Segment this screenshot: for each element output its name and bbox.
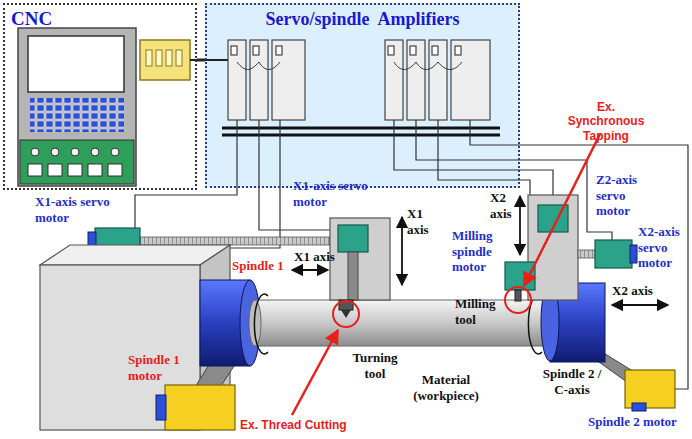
amplifier-units: [410, 46, 416, 55]
amplifier-units: [429, 40, 447, 120]
motor-label: Milling spindle motor: [452, 228, 504, 275]
cnc-controller: [108, 164, 122, 176]
spindle-2-motor: [625, 370, 675, 408]
x1-column: [330, 218, 390, 300]
motor-wires: [394, 120, 553, 205]
box-heading: CNC: [11, 8, 52, 30]
z2-column: [505, 195, 578, 301]
cnc-controller: [18, 28, 136, 186]
spindle-label: Spindle 2 / C-axis: [540, 366, 604, 397]
amplifier-units: [388, 46, 394, 55]
cnc-control-unit: [140, 40, 190, 80]
amplifier-units: [253, 46, 259, 55]
x2-servo-motor: [630, 245, 637, 263]
cnc-controller: [71, 148, 79, 156]
spindle-1-chuck: [240, 280, 260, 366]
cnc-controller: [91, 148, 99, 156]
x1-column: [338, 225, 368, 252]
axis-arrows: [519, 196, 521, 255]
box-heading: Servo/spindle Amplifiers: [265, 9, 459, 30]
amplifier-units: [432, 46, 438, 55]
cnc-controller: [111, 148, 119, 156]
cnc-controller: [88, 164, 102, 176]
callout-marks: [292, 330, 338, 415]
axis-arrows: [401, 217, 403, 285]
cnc-control-unit: [146, 50, 152, 66]
axis-label: X2 axis: [612, 283, 672, 299]
spindle-2-motor: [632, 403, 646, 411]
spindle-1-housing: [40, 245, 230, 265]
cnc-controller: [30, 98, 124, 132]
motor-wires: [259, 120, 338, 230]
x2-servo-motor: [595, 240, 637, 268]
axis-arrows: [612, 304, 668, 306]
amplifier-units: [407, 40, 425, 120]
motor-label: Z2-axis servo motor: [596, 172, 646, 219]
motor-label: X1-axis servo motor: [293, 178, 385, 209]
amplifier-units: [272, 40, 305, 120]
motor-label: Spindle 2 motor: [588, 414, 688, 430]
cnc-controller: [28, 164, 42, 176]
callout-marks: [524, 134, 600, 286]
spindle-1-motor: [156, 395, 166, 420]
amplifier-units: [455, 46, 461, 55]
bus-bar: [222, 134, 500, 137]
amplifier-units: [228, 40, 490, 120]
z2-column: [505, 262, 535, 290]
cnc-controller: [31, 148, 39, 156]
cnc-controller: [28, 36, 124, 92]
spindle-label: Spindle 1: [232, 258, 302, 274]
amplifier-units: [276, 46, 282, 55]
material-label: Material (workpiece): [400, 372, 492, 403]
cnc-controller: [68, 164, 82, 176]
callout-marks: [505, 287, 531, 313]
cnc-controller: [20, 140, 134, 184]
x2-ball-screw: [578, 250, 595, 258]
amplifier-units: [250, 40, 268, 120]
spindle-2-motor: [625, 370, 675, 411]
workpiece: [255, 300, 545, 346]
axis-arrows: [292, 269, 328, 271]
amplifier-box: Servo/spindle Amplifiers: [205, 3, 520, 188]
amplifier-daisy-chain: [237, 62, 462, 70]
x2-servo-motor: [595, 240, 632, 268]
tool-label: Turning tool: [352, 350, 398, 381]
cable-connector: [197, 59, 205, 62]
axis-label: X1 axis: [294, 249, 354, 265]
spindle-1-chuck: [200, 280, 260, 366]
workpiece: [249, 300, 545, 346]
motor-label: X2-axis servo motor: [638, 224, 686, 271]
bus-bar: [222, 127, 500, 130]
cnc-controller: [51, 148, 59, 156]
cnc-control-unit: [176, 50, 182, 66]
amplifier-units: [385, 40, 403, 120]
motor-wires: [470, 120, 688, 389]
axis-label: X2 axis: [490, 190, 518, 221]
motor-label: X1-axis servo motor: [35, 194, 127, 225]
axis-label: X1 axis: [407, 206, 437, 237]
cnc-box: CNC: [3, 3, 197, 190]
x1-ball-screw: [140, 237, 330, 245]
cnc-control-unit: [156, 50, 162, 66]
x1-column: [341, 310, 351, 318]
motor-wires: [135, 120, 237, 228]
tool-label: Milling tool: [455, 296, 501, 327]
cnc-control-unit: [140, 40, 190, 80]
motor-label: Spindle 1 motor: [128, 352, 200, 383]
callout-marks: [333, 301, 359, 327]
callout-text: Ex. Thread Cutting: [240, 418, 390, 432]
amplifier-units: [231, 46, 237, 55]
spindle-1-motor: [156, 385, 235, 430]
cnc-control-unit: [166, 50, 172, 66]
z2-column: [515, 290, 521, 301]
spindle-1-motor: [165, 385, 235, 430]
cnc-controller: [48, 164, 62, 176]
x1-column: [348, 252, 358, 300]
amplifier-units: [228, 40, 246, 120]
rotation-mark: [254, 294, 268, 354]
amplifier-units: [451, 40, 490, 120]
callout-text: Ex. Synchronous Tapping: [560, 100, 652, 143]
cnc-controller: [18, 28, 136, 186]
